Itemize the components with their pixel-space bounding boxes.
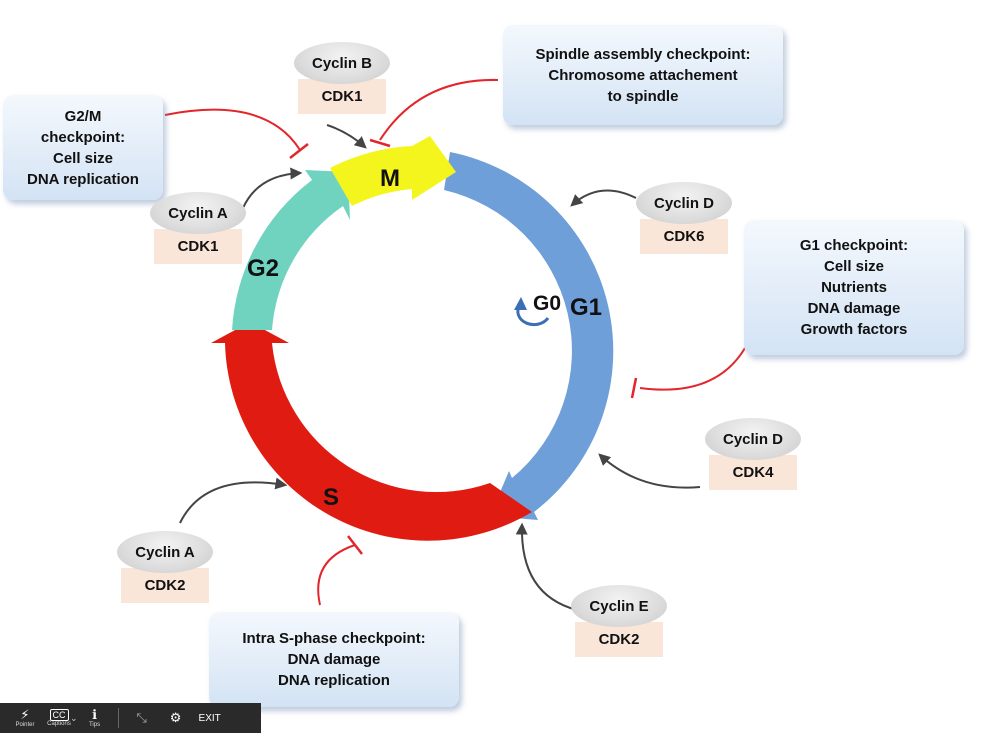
inhibit-line-g1 [639,347,746,391]
activate-arrow-cyclin-d-cdk6 [570,189,637,207]
g2-segment [232,170,350,330]
pointer-label: Pointer [15,721,35,728]
collapse-button[interactable]: ⤡ [125,703,159,733]
cyclin-label: Cyclin D [636,182,732,224]
inhibit-line-intra-s [317,544,356,606]
cdk-label: CDK4 [709,455,797,490]
g1-item-cell-size: Cell size [823,258,885,275]
g1-checkpoint-box: G1 checkpoint: Cell size Nutrients DNA d… [744,220,964,355]
phase-label-g2: G2 [247,255,280,282]
complex-cyclin-a-cdk2: CDK2 Cyclin A [117,531,213,627]
pointer-icon: ⚡ [20,706,30,722]
inhibit-line-spindle [379,78,499,141]
complex-cyclin-e-cdk2: CDK2 Cyclin E [571,585,667,681]
g1-item-growth-factors: Growth factors [800,321,908,338]
cyclin-label: Cyclin B [294,42,390,84]
phase-label-g1: G1 [570,294,603,321]
spindle-line-2: to spindle [607,87,679,105]
cdk-label: CDK1 [154,229,242,264]
chevron-down-icon[interactable]: ⌄ [70,712,78,723]
cdk-label: CDK6 [640,219,728,254]
cyclin-label: Cyclin A [150,192,246,234]
collapse-icon: ⤡ [136,710,147,725]
phase-label-g0: G0 [533,292,562,315]
captions-button[interactable]: CC Captions [42,703,76,733]
intra-s-item-dna-damage: DNA damage [287,651,381,668]
settings-button[interactable]: ⚙ [159,703,193,733]
g2m-title: G2/M [64,107,102,125]
g1-item-dna-damage: DNA damage [807,300,901,317]
gear-icon: ⚙ [169,710,182,725]
cyclin-label: Cyclin A [117,531,213,573]
spindle-title: Spindle assembly checkpoint: [535,45,751,63]
inhibit-line-g2m [164,108,301,151]
g2m-checkpoint-box: G2/M checkpoint: Cell size DNA replicati… [3,95,163,200]
cyclin-label: Cyclin D [705,418,801,460]
g2m-subtitle: checkpoint: [40,128,126,146]
exit-button[interactable]: EXIT [198,712,221,724]
activate-arrow-cyclin-a-cdk2 [179,477,288,524]
complex-cyclin-b-cdk1: CDK1 Cyclin B [294,42,390,138]
tips-label: Tips [88,721,101,728]
g1-segment [444,152,614,520]
captions-label: Captions [47,720,71,727]
tips-button[interactable]: ℹ Tips [78,703,112,733]
activate-arrow-cyclin-e [515,522,578,611]
g1-title: G1 checkpoint: [799,237,909,254]
toolbar-divider [117,708,119,728]
s-segment [211,322,532,541]
spindle-checkpoint-box: Spindle assembly checkpoint: Chromosome … [503,25,783,125]
g1-item-nutrients: Nutrients [821,279,887,296]
intra-s-item-dna-replication: DNA replication [278,672,390,689]
activate-arrow-cyclin-b [326,124,367,149]
captions-icon: CC [49,708,69,721]
complex-cyclin-a-cdk1: CDK1 Cyclin A [150,192,246,288]
activate-arrow-cyclin-d-cdk4 [598,453,701,489]
phase-label-s: S [323,484,340,511]
pointer-button[interactable]: ⚡ Pointer [8,703,42,733]
complex-cyclin-d-cdk6: CDK6 Cyclin D [636,182,732,278]
info-icon: ℹ [92,706,98,722]
player-toolbar: ⚡ Pointer CC Captions ⌄ ℹ Tips ⤡ ⚙ EXIT [0,703,261,733]
m-segment [330,136,456,206]
g2m-item-cell-size: Cell size [52,149,114,167]
intra-s-title: Intra S-phase checkpoint: [242,630,426,647]
activate-arrow-cyclin-a-cdk1 [242,167,303,209]
spindle-line-1: Chromosome attachement [548,66,738,84]
cdk-label: CDK2 [121,568,209,603]
phase-label-m: M [380,165,400,192]
cdk-label: CDK2 [575,622,663,657]
complex-cyclin-d-cdk4: CDK4 Cyclin D [705,418,801,514]
cyclin-label: Cyclin E [571,585,667,627]
intra-s-checkpoint-box: Intra S-phase checkpoint: DNA damage DNA… [209,612,459,707]
cdk-label: CDK1 [298,79,386,114]
g2m-item-dna-replication: DNA replication [27,170,139,188]
